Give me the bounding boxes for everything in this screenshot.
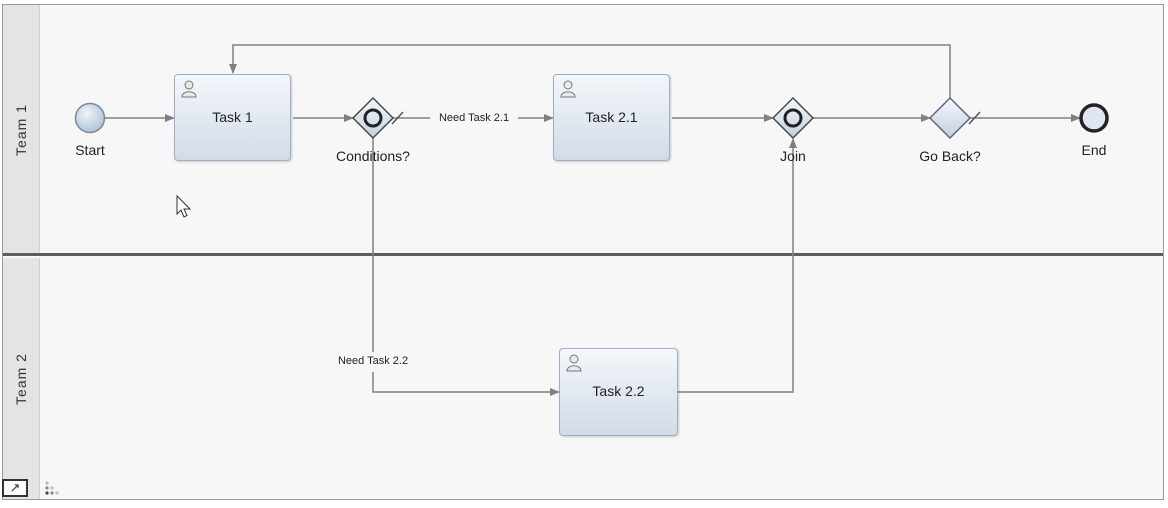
- gateway-conditions[interactable]: [351, 96, 395, 140]
- task-2-1-label: Task 2.1: [585, 109, 638, 125]
- flow-label-need-task-2-1: Need Task 2.1: [438, 112, 510, 124]
- task-2-2[interactable]: Task 2.2: [559, 348, 678, 436]
- flow-task22-to-join[interactable]: [678, 138, 797, 393]
- gateway-join[interactable]: [771, 96, 815, 140]
- mouse-cursor-icon: [176, 194, 192, 218]
- gateway-conditions-label: Conditions?: [336, 148, 410, 164]
- end-event[interactable]: [1079, 103, 1109, 133]
- task-2-1[interactable]: Task 2.1: [553, 74, 670, 161]
- task-1[interactable]: Task 1: [174, 74, 291, 161]
- user-icon: [566, 354, 582, 372]
- start-event[interactable]: [74, 102, 106, 134]
- default-flow-marker-goback: [968, 111, 981, 125]
- lane-header-team-1[interactable]: Team 1: [3, 5, 40, 255]
- user-icon: [560, 80, 576, 98]
- dots-icon[interactable]: [42, 480, 64, 498]
- expand-icon[interactable]: ↗: [2, 479, 28, 497]
- gateway-join-label: Join: [780, 148, 806, 164]
- flow-goback-to-task1[interactable]: [229, 44, 951, 99]
- start-event-label: Start: [75, 142, 105, 158]
- lane-header-team-2[interactable]: Team 2: [3, 258, 40, 499]
- end-event-label: End: [1081, 142, 1107, 158]
- default-flow-marker-conditions: [391, 111, 404, 125]
- task-1-label: Task 1: [212, 109, 253, 125]
- flow-conditions-to-task22-b[interactable]: [372, 372, 560, 396]
- gateway-go-back[interactable]: [928, 96, 972, 140]
- task-2-2-label: Task 2.2: [592, 383, 645, 399]
- user-icon: [181, 80, 197, 98]
- flow-label-need-task-2-2: Need Task 2.2: [337, 355, 409, 367]
- gateway-go-back-label: Go Back?: [919, 148, 981, 164]
- lane-divider: [3, 253, 1163, 256]
